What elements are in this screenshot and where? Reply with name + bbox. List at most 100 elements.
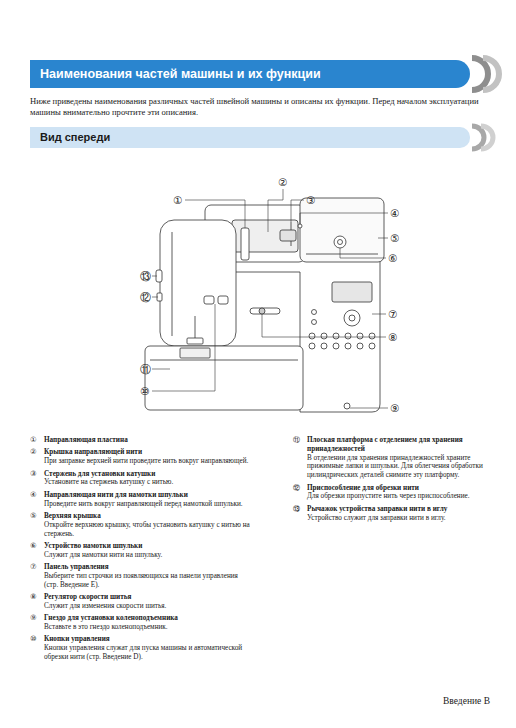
list-item: ⑧Регулятор скорости шитьяСлужит для изме… [30,593,252,611]
page-number: Введение В [390,696,490,706]
item-heading: Гнездо для установки коленоподъемника [44,614,252,623]
list-item: ② Крышка направляющей нитиПри заправке ве… [30,448,252,466]
needle-bar [195,316,196,340]
callout-number: ② [276,175,290,189]
item-number: ① [30,436,37,445]
pattern-button [345,333,351,339]
item-description: Проведите нить вокруг направляющей перед… [44,500,252,509]
item-number: ⑥ [30,542,37,551]
item-description: Для обрезки пропустите нить через приспо… [307,492,490,501]
item-number: ⑬ [293,505,300,514]
machine-head [160,220,236,346]
list-item: ⑩ Кнопки управленияКнопки управления служ… [30,635,252,661]
intro-text: Ниже приведены наименования различных ча… [30,96,490,118]
item-heading: Крышка направляющей нити [44,448,252,457]
item-heading: Верхняя крышка [44,512,252,521]
list-item: ④ Направляющая нити для намотки шпулькиПр… [30,491,252,509]
item-description: Выберите тип строчки из появляющихся на … [44,572,252,590]
leader-line [300,213,388,224]
item-number: ⑤ [30,512,37,521]
callout-number: ⑤ [388,231,402,245]
operation-button [218,296,228,304]
title-band: Наименования частей машины и их функции [30,60,470,88]
item-description: Откройте верхнюю крышку, чтобы установит… [44,521,252,539]
list-column: ⑪ Плоская платформа с отделением для хран… [293,436,490,526]
item-heading: Плоская платформа с отделением для хране… [307,436,490,454]
item-heading: Кнопки управления [44,635,252,644]
callout-number: ① [171,193,185,207]
pattern-button [321,343,327,349]
leader-line [152,276,157,277]
callout-number: ⑩ [138,384,152,398]
item-heading: Панель управления [44,563,252,572]
item-description: Устройство служит для заправки нити в иг… [307,514,490,523]
callout-number: ⑥ [386,251,400,265]
leader-line [340,248,386,258]
band-heading: Наименования частей машины и их функции [40,60,470,88]
list-item: ⑤ Верхняя крышкаОткройте верхнюю крышку, … [30,512,252,538]
arrow-pad [344,310,360,326]
pattern-button [369,333,375,339]
list-item: ⑦ Панель управленияВыберите тип строчки и… [30,563,252,589]
item-number: ② [30,448,37,457]
leader-line [152,369,170,370]
pattern-button [345,343,351,349]
leader-line [268,189,283,232]
leader-line [185,200,245,228]
band-ornament [481,126,493,149]
item-description: Установите на стержень катушку с нитью. [44,478,252,487]
head-face-line [172,232,173,336]
panel-button [312,310,317,315]
speed-knob [259,308,265,314]
lcd-display [332,282,372,302]
item-number: ⑧ [30,593,37,602]
item-heading: Направляющая нити для намотки шпульки [44,491,252,500]
pattern-button [321,333,327,339]
callout-number: ⑬ [138,269,152,283]
callout-number: ③ [304,193,318,207]
item-description: Служит для намотки нити на шпульку. [44,551,252,560]
presser-foot [187,338,203,344]
section-band: Вид спереди [30,127,470,148]
list-item: ⑨ Гнездо для установки коленоподъемникаВс… [30,614,252,632]
list-item: ⑫ Приспособление для обрезки нитиДля обре… [293,484,490,502]
operation-button [204,296,214,304]
list-column: ①Направляющая пластина②Крышка направляющ… [30,436,252,665]
item-number: ⑦ [30,563,37,572]
item-number: ⑩ [30,635,37,644]
item-description: При заправке верхней нити проведите нить… [44,457,252,466]
item-heading: Приспособление для обрезки нити [307,484,490,493]
item-description: В отделении для хранения принадлежностей… [307,454,490,480]
item-heading: Стержень для установки катушки [44,470,252,479]
bobbin-winder [334,236,346,248]
item-number: ④ [30,491,37,500]
cover-edge [306,254,378,255]
bobbin-winder-shaft [338,240,343,245]
leader-line [262,314,386,337]
item-number: ③ [30,470,37,479]
pattern-button [333,343,339,349]
pattern-button [309,343,315,349]
list-item: ⑥ Устройство намотки шпулькиСлужит для на… [30,542,252,560]
item-number: ⑪ [293,436,300,445]
leader-line [350,408,388,409]
callout-number: ⑪ [138,362,152,376]
callout-number: ④ [388,206,402,220]
leader-line [291,200,304,222]
item-number: ⑫ [293,484,300,493]
item-description: Вставьте в это гнездо коленоподъемник. [44,623,252,632]
pattern-button [309,333,315,339]
item-description: Кнопки управления служат для пуска машин… [44,644,252,662]
speed-slider [250,308,280,314]
band-ornament [472,58,488,90]
item-description: Служит для изменения скорости шитья. [44,602,252,611]
item-number: ⑨ [30,614,37,623]
item-heading: Устройство намотки шпульки [44,542,252,551]
pattern-button [357,343,363,349]
list-item: ③ Стержень для установки катушкиУстановит… [30,470,252,488]
list-item: ⑬Рычажок устройства заправки нити в иглу… [293,505,490,523]
list-item: ⑪ Плоская платформа с отделением для хран… [293,436,490,480]
knee-lifter-socket [344,403,350,409]
spool [280,230,296,241]
